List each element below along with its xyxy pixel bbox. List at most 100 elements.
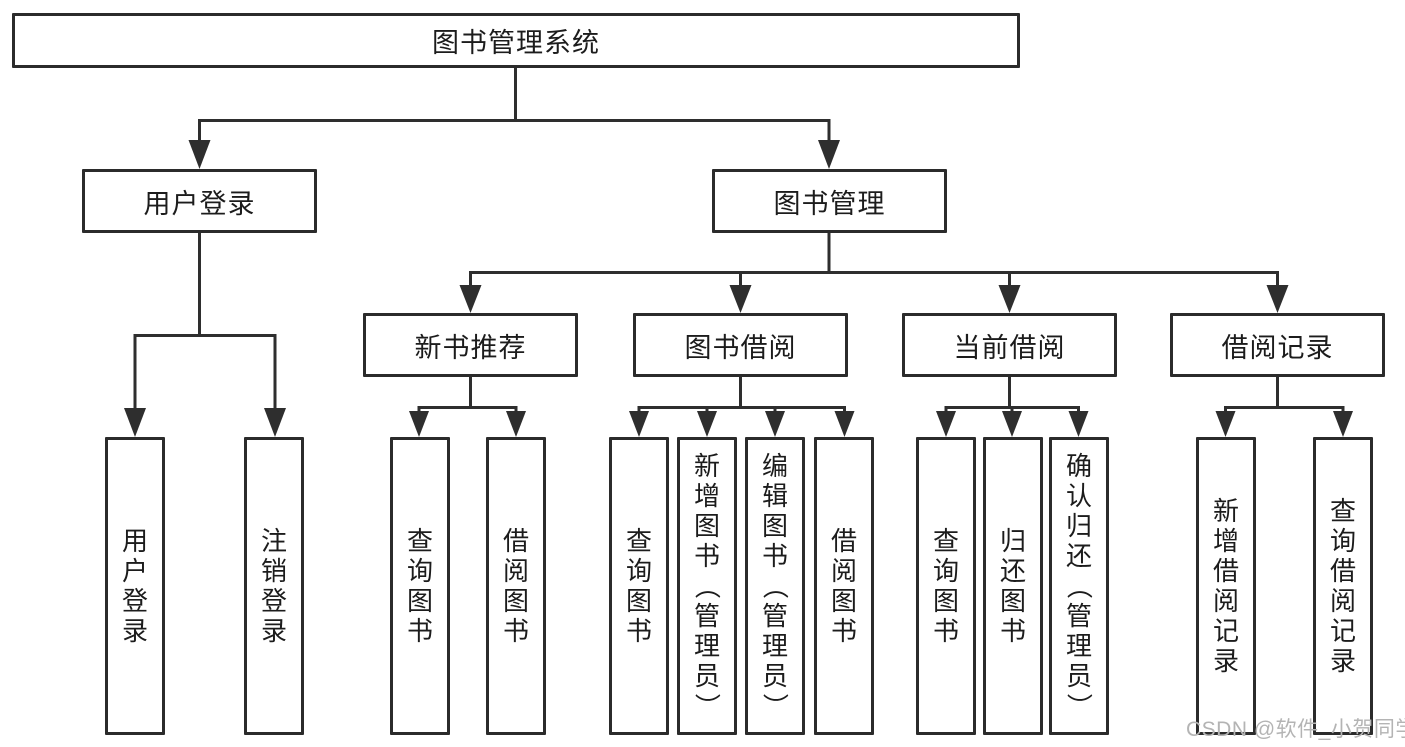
vertical-char: 增 [693, 481, 720, 511]
vertical-char: 借 [1212, 556, 1239, 586]
node-book-management: 图书管理 [712, 169, 947, 233]
vertical-char: 录 [1212, 646, 1239, 676]
vertical-char: 查 [1329, 496, 1356, 526]
vertical-char: 登 [121, 586, 148, 616]
vertical-char: 理 [761, 631, 788, 661]
vertical-char: ） [760, 692, 790, 719]
leaf-query-books-borrow: 查询图书 [609, 437, 669, 735]
vertical-char: ） [692, 692, 722, 719]
vertical-char: 记 [1329, 616, 1356, 646]
vertical-char: 归 [1065, 511, 1092, 541]
vertical-char: 询 [1329, 526, 1356, 556]
vertical-char: 确 [1065, 451, 1092, 481]
node-new-book-recommendation: 新书推荐 [363, 313, 578, 377]
node-label: 借阅记录 [1221, 332, 1334, 363]
node-borrowing-records: 借阅记录 [1170, 313, 1385, 377]
vertical-char: 编 [761, 451, 788, 481]
node-label: 新书推荐 [414, 332, 527, 363]
vertical-char: 新 [1212, 496, 1239, 526]
leaf-confirm-return-admin: 确认归还（管理员） [1049, 437, 1109, 735]
vertical-char: 户 [121, 556, 148, 586]
vertical-char: 登 [260, 586, 287, 616]
vertical-char: 图 [625, 586, 652, 616]
vertical-char: 图 [761, 511, 788, 541]
vertical-char: 书 [830, 616, 857, 646]
vertical-char: 员 [1065, 661, 1092, 691]
vertical-char: 借 [502, 526, 529, 556]
vertical-char: 查 [406, 526, 433, 556]
vertical-char: 注 [260, 526, 287, 556]
vertical-char: 录 [121, 616, 148, 646]
leaf-query-books-current: 查询图书 [916, 437, 976, 735]
vertical-char: 借 [830, 526, 857, 556]
vertical-char: 记 [1212, 616, 1239, 646]
leaf-logout-login: 注销登录 [244, 437, 304, 735]
vertical-char: 图 [693, 511, 720, 541]
node-label: 用户登录 [143, 188, 256, 219]
vertical-char: 员 [693, 661, 720, 691]
vertical-char: 图 [830, 586, 857, 616]
vertical-char: 管 [761, 601, 788, 631]
leaf-edit-books-admin: 编辑图书（管理员） [745, 437, 805, 735]
leaf-add-borrow-record: 新增借阅记录 [1196, 437, 1256, 735]
vertical-char: 阅 [1329, 586, 1356, 616]
vertical-char: 图 [406, 586, 433, 616]
vertical-char: 理 [1065, 631, 1092, 661]
vertical-char: 书 [932, 616, 959, 646]
vertical-char: 阅 [1212, 586, 1239, 616]
vertical-char: 员 [761, 661, 788, 691]
vertical-char: 理 [693, 631, 720, 661]
node-user-login: 用户登录 [82, 169, 317, 233]
node-label: 图书管理 [773, 188, 886, 219]
vertical-char: 书 [502, 616, 529, 646]
vertical-char: 图 [502, 586, 529, 616]
vertical-char: 认 [1065, 481, 1092, 511]
vertical-char: 管 [693, 601, 720, 631]
leaf-user-login: 用户登录 [105, 437, 165, 735]
vertical-char: 归 [999, 526, 1026, 556]
node-label: 图书管理系统 [432, 28, 600, 58]
vertical-char: （ [1064, 572, 1094, 599]
leaf-query-borrow-record: 查询借阅记录 [1313, 437, 1373, 735]
leaf-query-books-recommend: 查询图书 [390, 437, 450, 735]
vertical-char: （ [692, 572, 722, 599]
vertical-char: 还 [999, 556, 1026, 586]
vertical-char: 询 [406, 556, 433, 586]
vertical-char: 书 [406, 616, 433, 646]
vertical-char: ） [1064, 692, 1094, 719]
node-label: 当前借阅 [953, 332, 1066, 363]
vertical-char: 新 [693, 451, 720, 481]
vertical-char: 辑 [761, 481, 788, 511]
vertical-char: 管 [1065, 601, 1092, 631]
vertical-char: 增 [1212, 526, 1239, 556]
vertical-char: 还 [1065, 541, 1092, 571]
vertical-char: 书 [761, 541, 788, 571]
leaf-borrow-books-recommend: 借阅图书 [486, 437, 546, 735]
node-library-management-system: 图书管理系统 [12, 13, 1020, 68]
vertical-char: 录 [260, 616, 287, 646]
vertical-char: 查 [932, 526, 959, 556]
vertical-char: 用 [121, 526, 148, 556]
csdn-watermark: CSDN @软件_小贺同学 [1186, 718, 1405, 741]
vertical-char: 书 [999, 616, 1026, 646]
vertical-char: 询 [625, 556, 652, 586]
vertical-char: 录 [1329, 646, 1356, 676]
vertical-char: 图 [999, 586, 1026, 616]
leaf-borrow-books-borrow: 借阅图书 [814, 437, 874, 735]
node-current-borrowing: 当前借阅 [902, 313, 1117, 377]
vertical-char: 图 [932, 586, 959, 616]
vertical-char: 销 [260, 556, 287, 586]
vertical-char: 查 [625, 526, 652, 556]
connector-edges [133, 68, 1345, 414]
vertical-char: 阅 [502, 556, 529, 586]
vertical-char: 阅 [830, 556, 857, 586]
arrowheads [124, 140, 1353, 437]
node-label: 图书借阅 [684, 332, 797, 363]
vertical-char: 借 [1329, 556, 1356, 586]
vertical-char: （ [760, 572, 790, 599]
vertical-char: 书 [625, 616, 652, 646]
leaf-add-books-admin: 新增图书（管理员） [677, 437, 737, 735]
node-book-borrowing: 图书借阅 [633, 313, 848, 377]
